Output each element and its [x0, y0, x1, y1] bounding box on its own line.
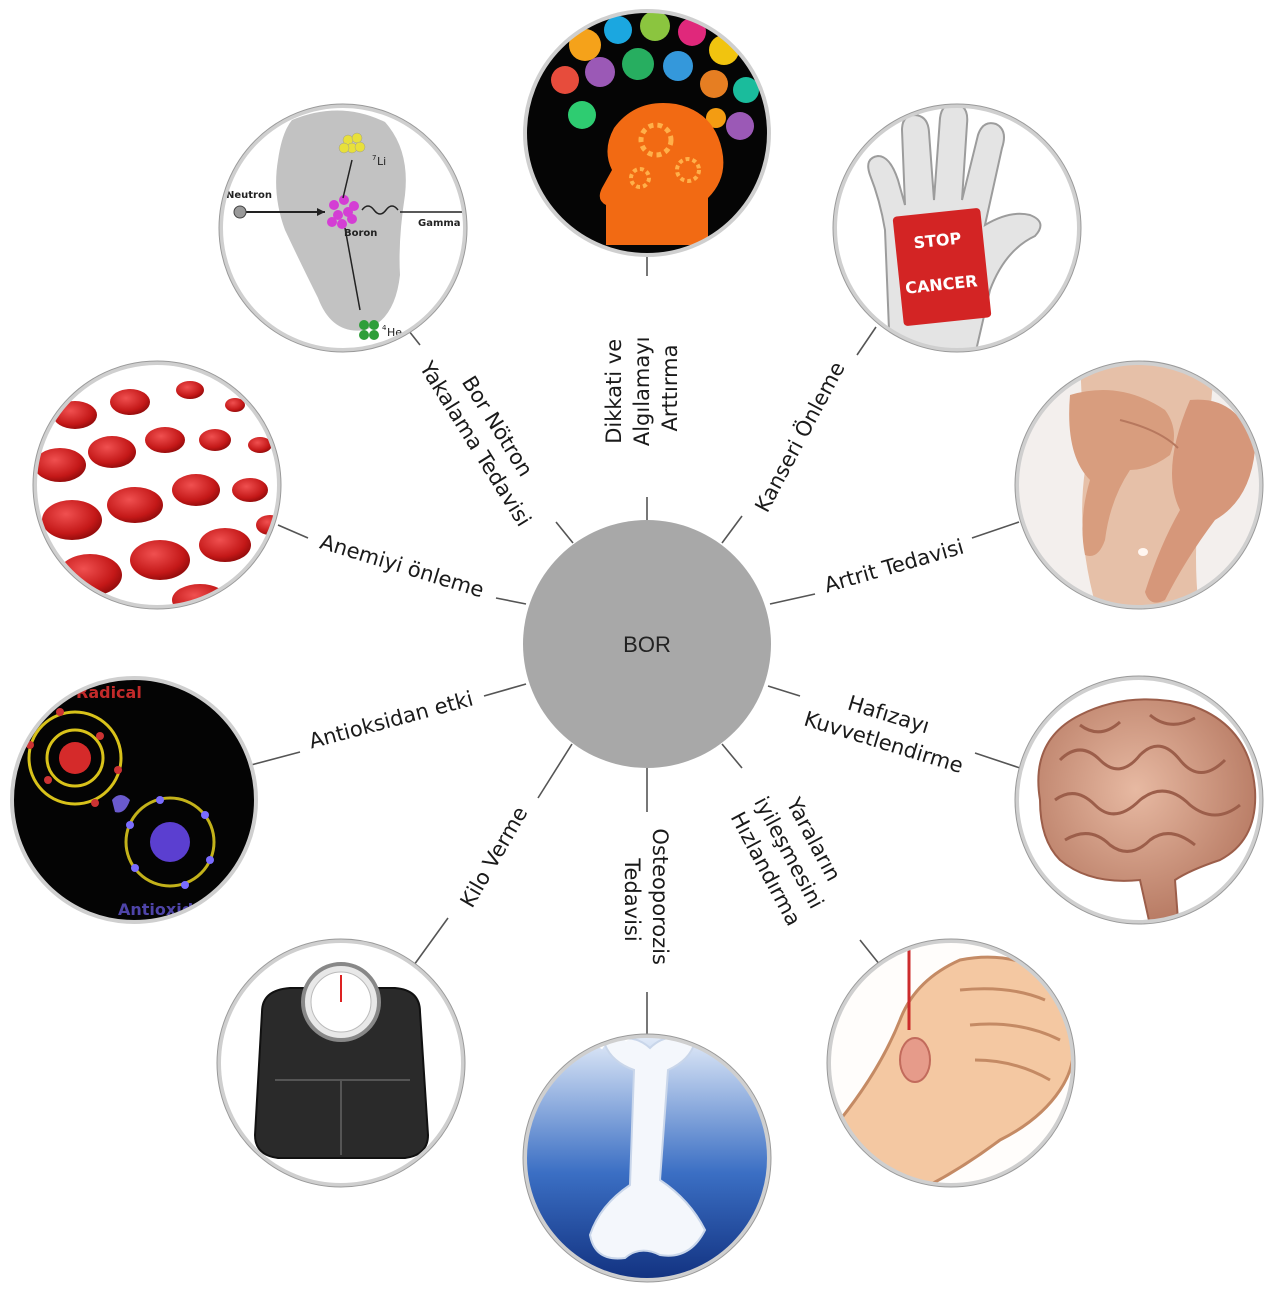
knee-hands-icon: [1010, 360, 1267, 620]
red-blood-cells-icon: [30, 360, 290, 620]
brain-icon: [1010, 675, 1267, 935]
spoke-hafiza: [768, 686, 800, 696]
label-osteo-l2: Tedavisi: [620, 857, 644, 941]
center-node: BOR: [523, 520, 771, 768]
spoke-kanseri: [722, 516, 742, 543]
label-hafiza: Hafızayı Kuvvetlendirme: [801, 680, 974, 778]
label-dikkati: Dikkati ve Algılamayı Arttırma: [602, 330, 682, 446]
label-artrit-l1: Artrit Tedavisi: [821, 535, 966, 598]
spoke-anemi: [496, 598, 526, 604]
label-antioks: Antioksidan etki: [306, 687, 475, 754]
label-osteo-l1: Osteoporozis: [648, 828, 672, 964]
spoke-antioks-outer: [251, 752, 300, 765]
spoke-artrit-outer: [972, 522, 1019, 538]
atom-radical-icon: Radical Antioxid: [5, 675, 265, 935]
li-text: Li: [377, 155, 386, 168]
spoke-antioks: [484, 684, 526, 696]
label-dikkati-l3: Arttırma: [658, 345, 682, 432]
neutron-text: Neutron: [226, 190, 272, 201]
li-mass-text: 7: [372, 154, 376, 162]
label-kilo: Kilo Verme: [456, 802, 533, 911]
label-bnct: Bor Nötron Yakalama Tedavisi: [414, 342, 559, 531]
center-label: BOR: [623, 632, 671, 657]
spoke-anemi-outer: [278, 525, 308, 538]
spoke-kilo: [538, 744, 572, 798]
milk-bone-icon: [520, 1029, 780, 1290]
spoke-kilo-outer: [414, 918, 448, 965]
stop-cancer-hand-icon: STOP CANCER: [830, 100, 1090, 360]
label-kilo-l1: Kilo Verme: [456, 802, 533, 911]
brain-gears-icon: [520, 5, 780, 265]
label-dikkati-l2: Algılamayı: [630, 337, 654, 447]
label-dikkati-l1: Dikkati ve: [602, 339, 626, 444]
label-anemi-l1: Anemiyi önleme: [317, 530, 487, 603]
label-kanseri-l1: Kanseri Önleme: [749, 357, 849, 516]
label-artrit: Artrit Tedavisi: [821, 535, 966, 598]
label-yara: Yaraların iyileşmesini Hızlandırma: [725, 780, 857, 932]
spoke-bnct: [556, 522, 573, 543]
spoke-kanseri-outer: [857, 327, 876, 355]
spoke-yara: [722, 744, 742, 768]
label-anemi: Anemiyi önleme: [317, 530, 487, 603]
antioxid-text: Antioxid: [118, 900, 193, 919]
spoke-artrit: [770, 594, 815, 604]
scale-icon: [215, 939, 470, 1195]
neutron-capture-icon: Neutron Boron Gamma 7 Li 4 He: [215, 100, 475, 360]
label-osteo: Osteoporozis Tedavisi: [620, 828, 672, 971]
boron-text: Boron: [344, 228, 377, 239]
wound-hand-icon: [820, 935, 1085, 1195]
gamma-text: Gamma: [418, 218, 461, 229]
spoke-hafiza-outer: [975, 753, 1020, 768]
label-antioks-l1: Antioksidan etki: [306, 687, 475, 754]
spoke-yara-outer: [860, 940, 880, 965]
label-kanseri: Kanseri Önleme: [749, 357, 849, 516]
